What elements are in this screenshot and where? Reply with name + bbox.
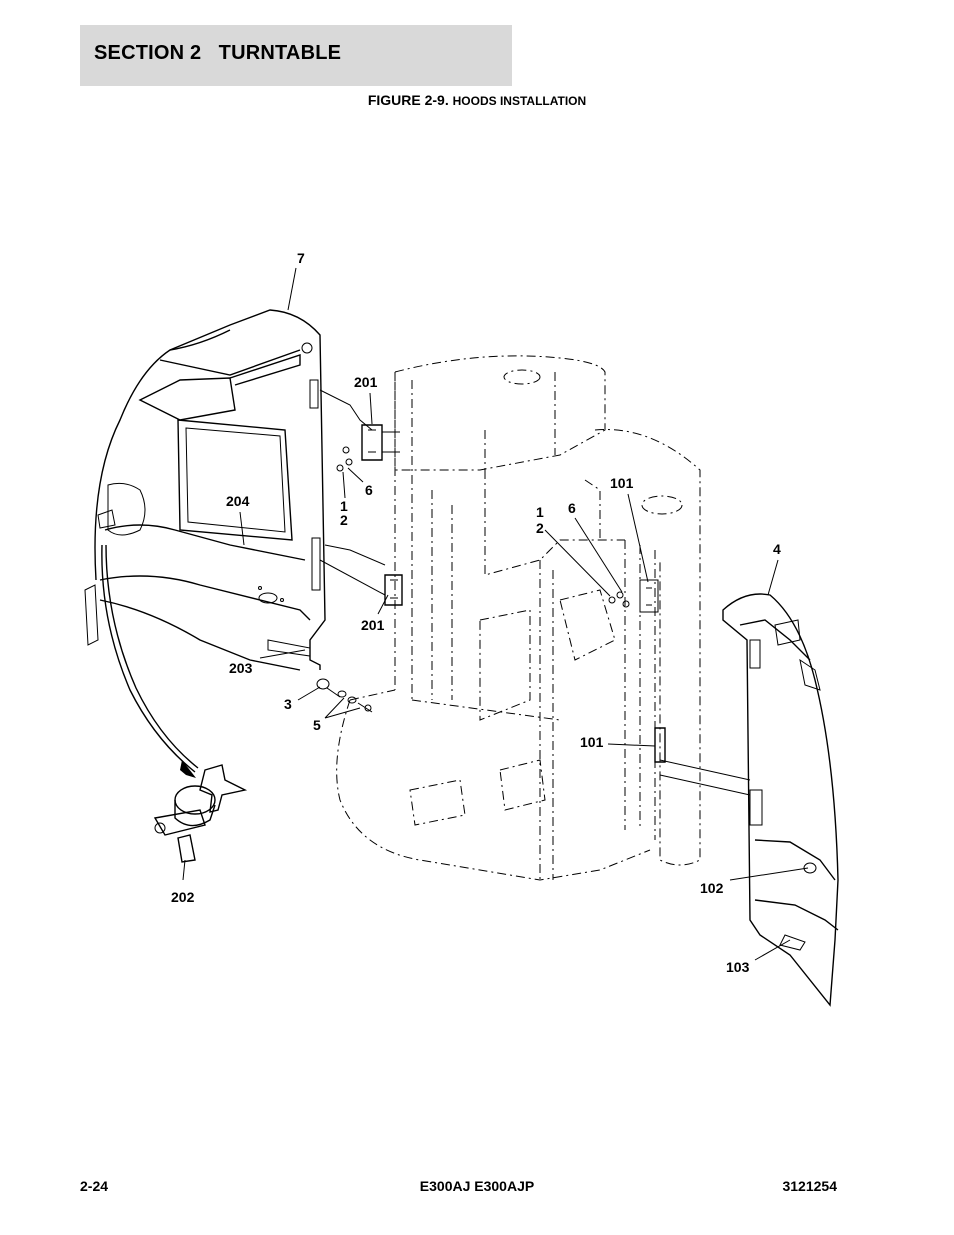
callout-103: 103 bbox=[726, 959, 750, 975]
turntable-frame-phantom bbox=[336, 355, 701, 881]
model-number: E300AJ E300AJP bbox=[419, 1178, 535, 1194]
left-hinges bbox=[319, 389, 403, 606]
section-header-bar: SECTION 2 TURNTABLE bbox=[80, 25, 512, 86]
callout-4: 4 bbox=[773, 541, 781, 557]
t-handle-latch bbox=[153, 764, 248, 863]
callout-201-lower: 201 bbox=[361, 617, 385, 633]
callout-2-left: 2 bbox=[340, 512, 348, 528]
callout-3: 3 bbox=[284, 696, 292, 712]
right-hood-assembly bbox=[608, 579, 839, 1007]
page-number: 2-24 bbox=[80, 1178, 109, 1194]
figure-number: FIGURE 2-9. bbox=[367, 92, 449, 108]
callout-201-upper: 201 bbox=[354, 374, 378, 390]
figure-caption: HOODS INSTALLATION bbox=[452, 94, 587, 108]
callout-1-right: 1 bbox=[536, 504, 544, 520]
callout-204: 204 bbox=[226, 493, 250, 509]
callout-5: 5 bbox=[313, 717, 321, 733]
figure-title: FIGURE 2-9. HOODS INSTALLATION bbox=[0, 92, 954, 108]
callout-1-left: 1 bbox=[340, 498, 348, 514]
callout-6-right: 6 bbox=[568, 500, 576, 516]
left-hood-assembly bbox=[84, 309, 326, 778]
bolt-stack-3-5 bbox=[316, 678, 373, 713]
callout-102: 102 bbox=[700, 880, 724, 896]
callout-6-left: 6 bbox=[365, 482, 373, 498]
callout-203: 203 bbox=[229, 660, 253, 676]
callout-2-right: 2 bbox=[536, 520, 544, 536]
document-number: 3121254 bbox=[782, 1178, 837, 1194]
callout-101-upper: 101 bbox=[610, 475, 634, 491]
leader-lines bbox=[182, 267, 809, 961]
callout-7: 7 bbox=[297, 250, 305, 266]
callout-202: 202 bbox=[171, 889, 195, 905]
section-title: SECTION 2 TURNTABLE bbox=[94, 42, 342, 64]
callout-101-lower: 101 bbox=[580, 734, 604, 750]
callout-labels: 7 201 6 1 2 204 201 203 3 5 202 1 2 6 10… bbox=[171, 250, 781, 975]
